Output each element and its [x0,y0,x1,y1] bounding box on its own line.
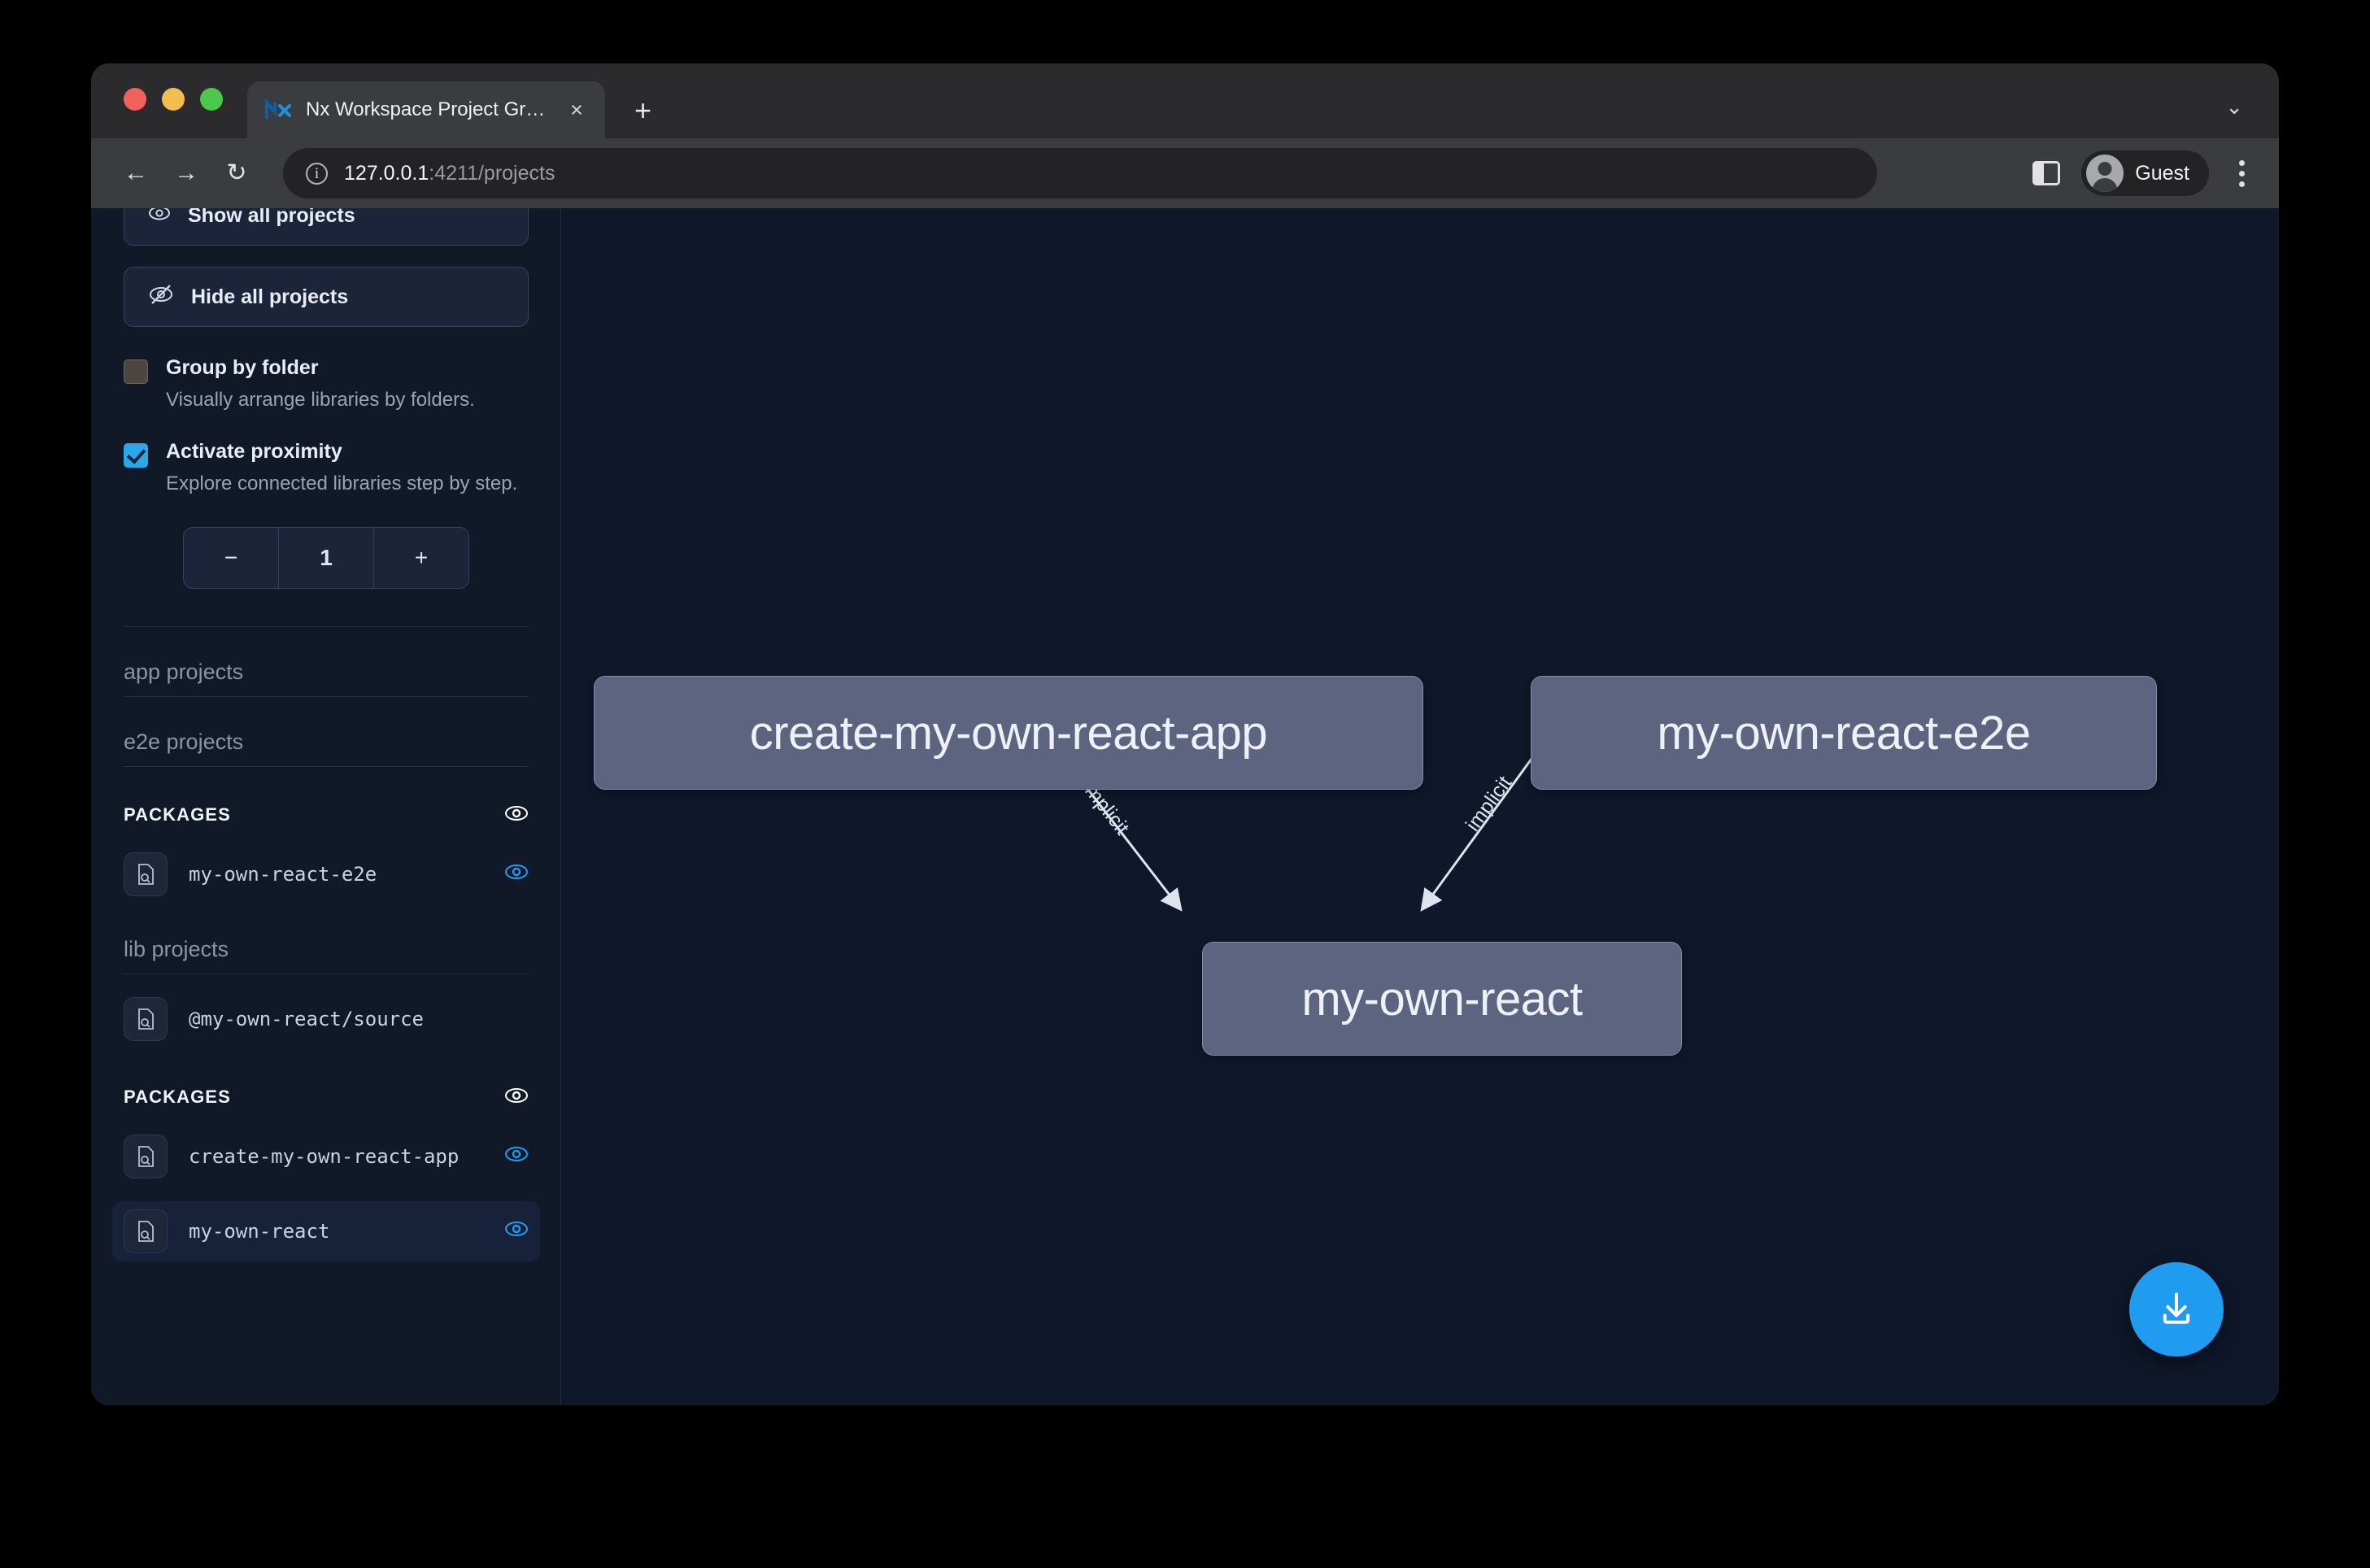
eye-icon[interactable] [504,860,529,888]
eye-icon[interactable] [504,801,529,830]
hide-all-projects-label: Hide all projects [191,285,348,309]
browser-tab[interactable]: Nx Workspace Project Graph × [247,81,605,138]
list-item-label: create-my-own-react-app [189,1145,483,1168]
proximity-stepper[interactable]: − 1 + [183,527,469,589]
new-tab-button[interactable]: + [634,96,651,125]
list-item[interactable]: create-my-own-react-app [112,1126,540,1187]
packages-label: PACKAGES [124,804,231,825]
avatar [2086,155,2124,192]
project-graph-canvas[interactable]: implicit implicit create-my-own-react-ap… [561,208,2279,1405]
nx-logo-icon [265,99,293,120]
sidebar: Show all projects Hide all projects [91,208,561,1405]
close-window-button[interactable] [124,88,146,111]
browser-window: Nx Workspace Project Graph × + ⌄ ← → ↻ i… [91,63,2279,1405]
group-by-folder-option[interactable]: Group by folder Visually arrange librari… [124,355,529,414]
activate-proximity-description: Explore connected libraries step by step… [166,470,517,498]
eye-icon[interactable] [504,1083,529,1112]
list-item-label: my-own-react-e2e [189,863,483,886]
site-info-icon[interactable]: i [306,163,328,185]
proximity-increment-button[interactable]: + [374,528,468,588]
activate-proximity-label: Activate proximity [166,438,517,466]
eye-icon[interactable] [504,1217,529,1245]
chevron-down-icon[interactable]: ⌄ [2225,94,2243,120]
file-search-icon [124,852,168,896]
show-all-projects-label: Show all projects [188,208,355,228]
activate-proximity-option[interactable]: Activate proximity Explore connected lib… [124,438,529,498]
graph-node-my-own-react[interactable]: my-own-react [1202,942,1682,1056]
address-bar[interactable]: i 127.0.0.1:4211/projects [283,148,1877,198]
back-button[interactable]: ← [111,161,161,185]
packages-header-e2e[interactable]: PACKAGES [124,801,529,830]
group-by-folder-checkbox[interactable] [124,359,148,384]
packages-header-lib[interactable]: PACKAGES [124,1083,529,1112]
tab-title: Nx Workspace Project Graph [306,98,550,121]
download-icon [2155,1287,2198,1333]
list-item-label: my-own-react [189,1220,483,1243]
list-item[interactable]: my-own-react-e2e [112,844,540,904]
eye-icon [149,208,170,229]
section-header-app-projects: app projects [124,627,529,697]
minimize-window-button[interactable] [162,88,185,111]
eye-slash-icon [149,282,173,312]
list-item[interactable]: my-own-react [112,1201,540,1261]
file-search-icon [124,1135,168,1178]
graph-node-my-own-react-e2e[interactable]: my-own-react-e2e [1531,676,2157,790]
url-path: :4211/projects [429,162,555,185]
graph-node-create-my-own-react-app[interactable]: create-my-own-react-app [594,676,1423,790]
window-controls[interactable] [124,88,223,111]
activate-proximity-checkbox[interactable] [124,443,148,468]
group-by-folder-label: Group by folder [166,355,475,382]
show-all-projects-button[interactable]: Show all projects [124,208,529,246]
tab-strip: Nx Workspace Project Graph × + ⌄ [91,63,2279,138]
close-icon[interactable]: × [563,99,590,121]
hide-all-projects-button[interactable]: Hide all projects [124,267,529,327]
graph-edges: implicit implicit [561,208,2279,1405]
url-text: 127.0.0.1:4211/projects [344,162,555,185]
packages-label: PACKAGES [124,1087,231,1108]
edge-label: implicit [1462,772,1517,835]
kebab-menu-icon[interactable] [2225,160,2258,187]
browser-toolbar: ← → ↻ i 127.0.0.1:4211/projects Guest [91,138,2279,208]
section-header-e2e-projects: e2e projects [124,697,529,767]
list-item[interactable]: @my-own-react/source [112,989,540,1049]
group-by-folder-description: Visually arrange libraries by folders. [166,386,475,414]
url-host: 127.0.0.1 [344,162,429,185]
profile-name: Guest [2135,162,2189,185]
side-panel-icon[interactable] [2032,161,2060,185]
app-body: Show all projects Hide all projects [91,208,2279,1405]
file-search-icon [124,1209,168,1253]
reload-button[interactable]: ↻ [211,161,262,185]
profile-button[interactable]: Guest [2081,150,2209,196]
proximity-decrement-button[interactable]: − [184,528,278,588]
toolbar-right: Guest [2032,138,2258,208]
download-graph-button[interactable] [2129,1262,2224,1357]
list-item-label: @my-own-react/source [189,1008,529,1030]
proximity-value: 1 [278,528,374,588]
section-header-lib-projects: lib projects [124,904,529,974]
file-search-icon [124,997,168,1041]
forward-button[interactable]: → [161,161,211,185]
eye-icon[interactable] [504,1142,529,1170]
maximize-window-button[interactable] [200,88,223,111]
